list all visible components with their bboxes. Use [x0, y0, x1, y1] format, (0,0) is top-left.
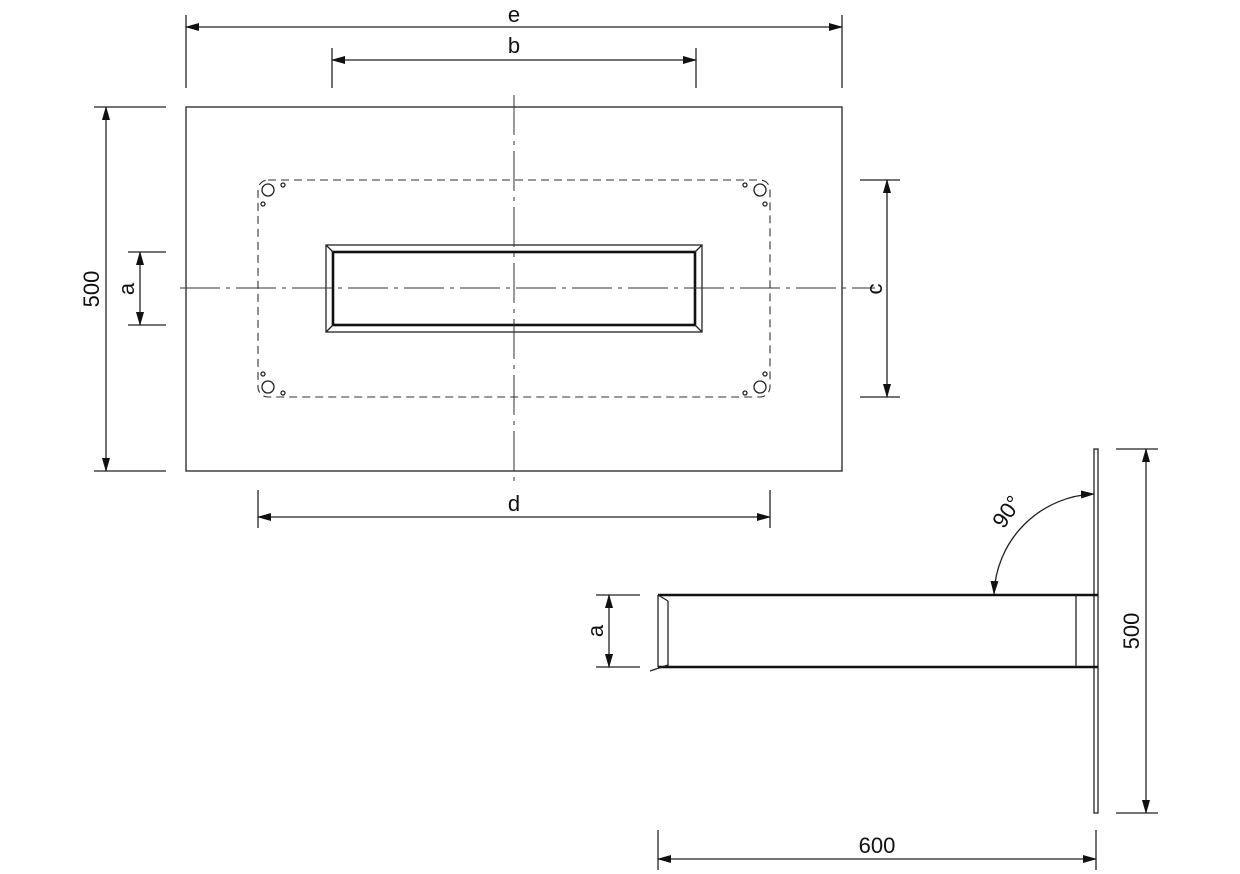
side-view: 90° a 500 600 — [583, 448, 1158, 870]
dimension-length-side: 600 — [657, 830, 1097, 870]
label-length-side: 600 — [859, 833, 896, 858]
dimension-b: b — [331, 33, 697, 88]
label-angle: 90° — [987, 491, 1027, 533]
top-view: e b 500 a c — [79, 2, 900, 528]
label-height-side: 500 — [1119, 613, 1144, 650]
dimension-c: c — [860, 179, 900, 398]
dimension-height-top: 500 — [79, 106, 166, 472]
dimension-d: d — [257, 490, 771, 528]
side-duct — [649, 593, 1098, 672]
label-e: e — [508, 2, 520, 27]
dimension-a-side: a — [583, 594, 640, 668]
label-d: d — [508, 491, 520, 516]
dimension-a-top: a — [114, 251, 166, 326]
label-height-top: 500 — [79, 271, 104, 308]
side-plate — [1093, 448, 1099, 814]
label-c: c — [862, 284, 887, 295]
angle-90: 90° — [987, 490, 1095, 595]
label-a-side: a — [583, 624, 608, 637]
dimension-e: e — [185, 2, 843, 88]
label-b: b — [508, 33, 520, 58]
bolt-holes — [260, 182, 768, 396]
label-a-top: a — [114, 282, 139, 295]
dimension-height-side: 500 — [1116, 448, 1158, 814]
